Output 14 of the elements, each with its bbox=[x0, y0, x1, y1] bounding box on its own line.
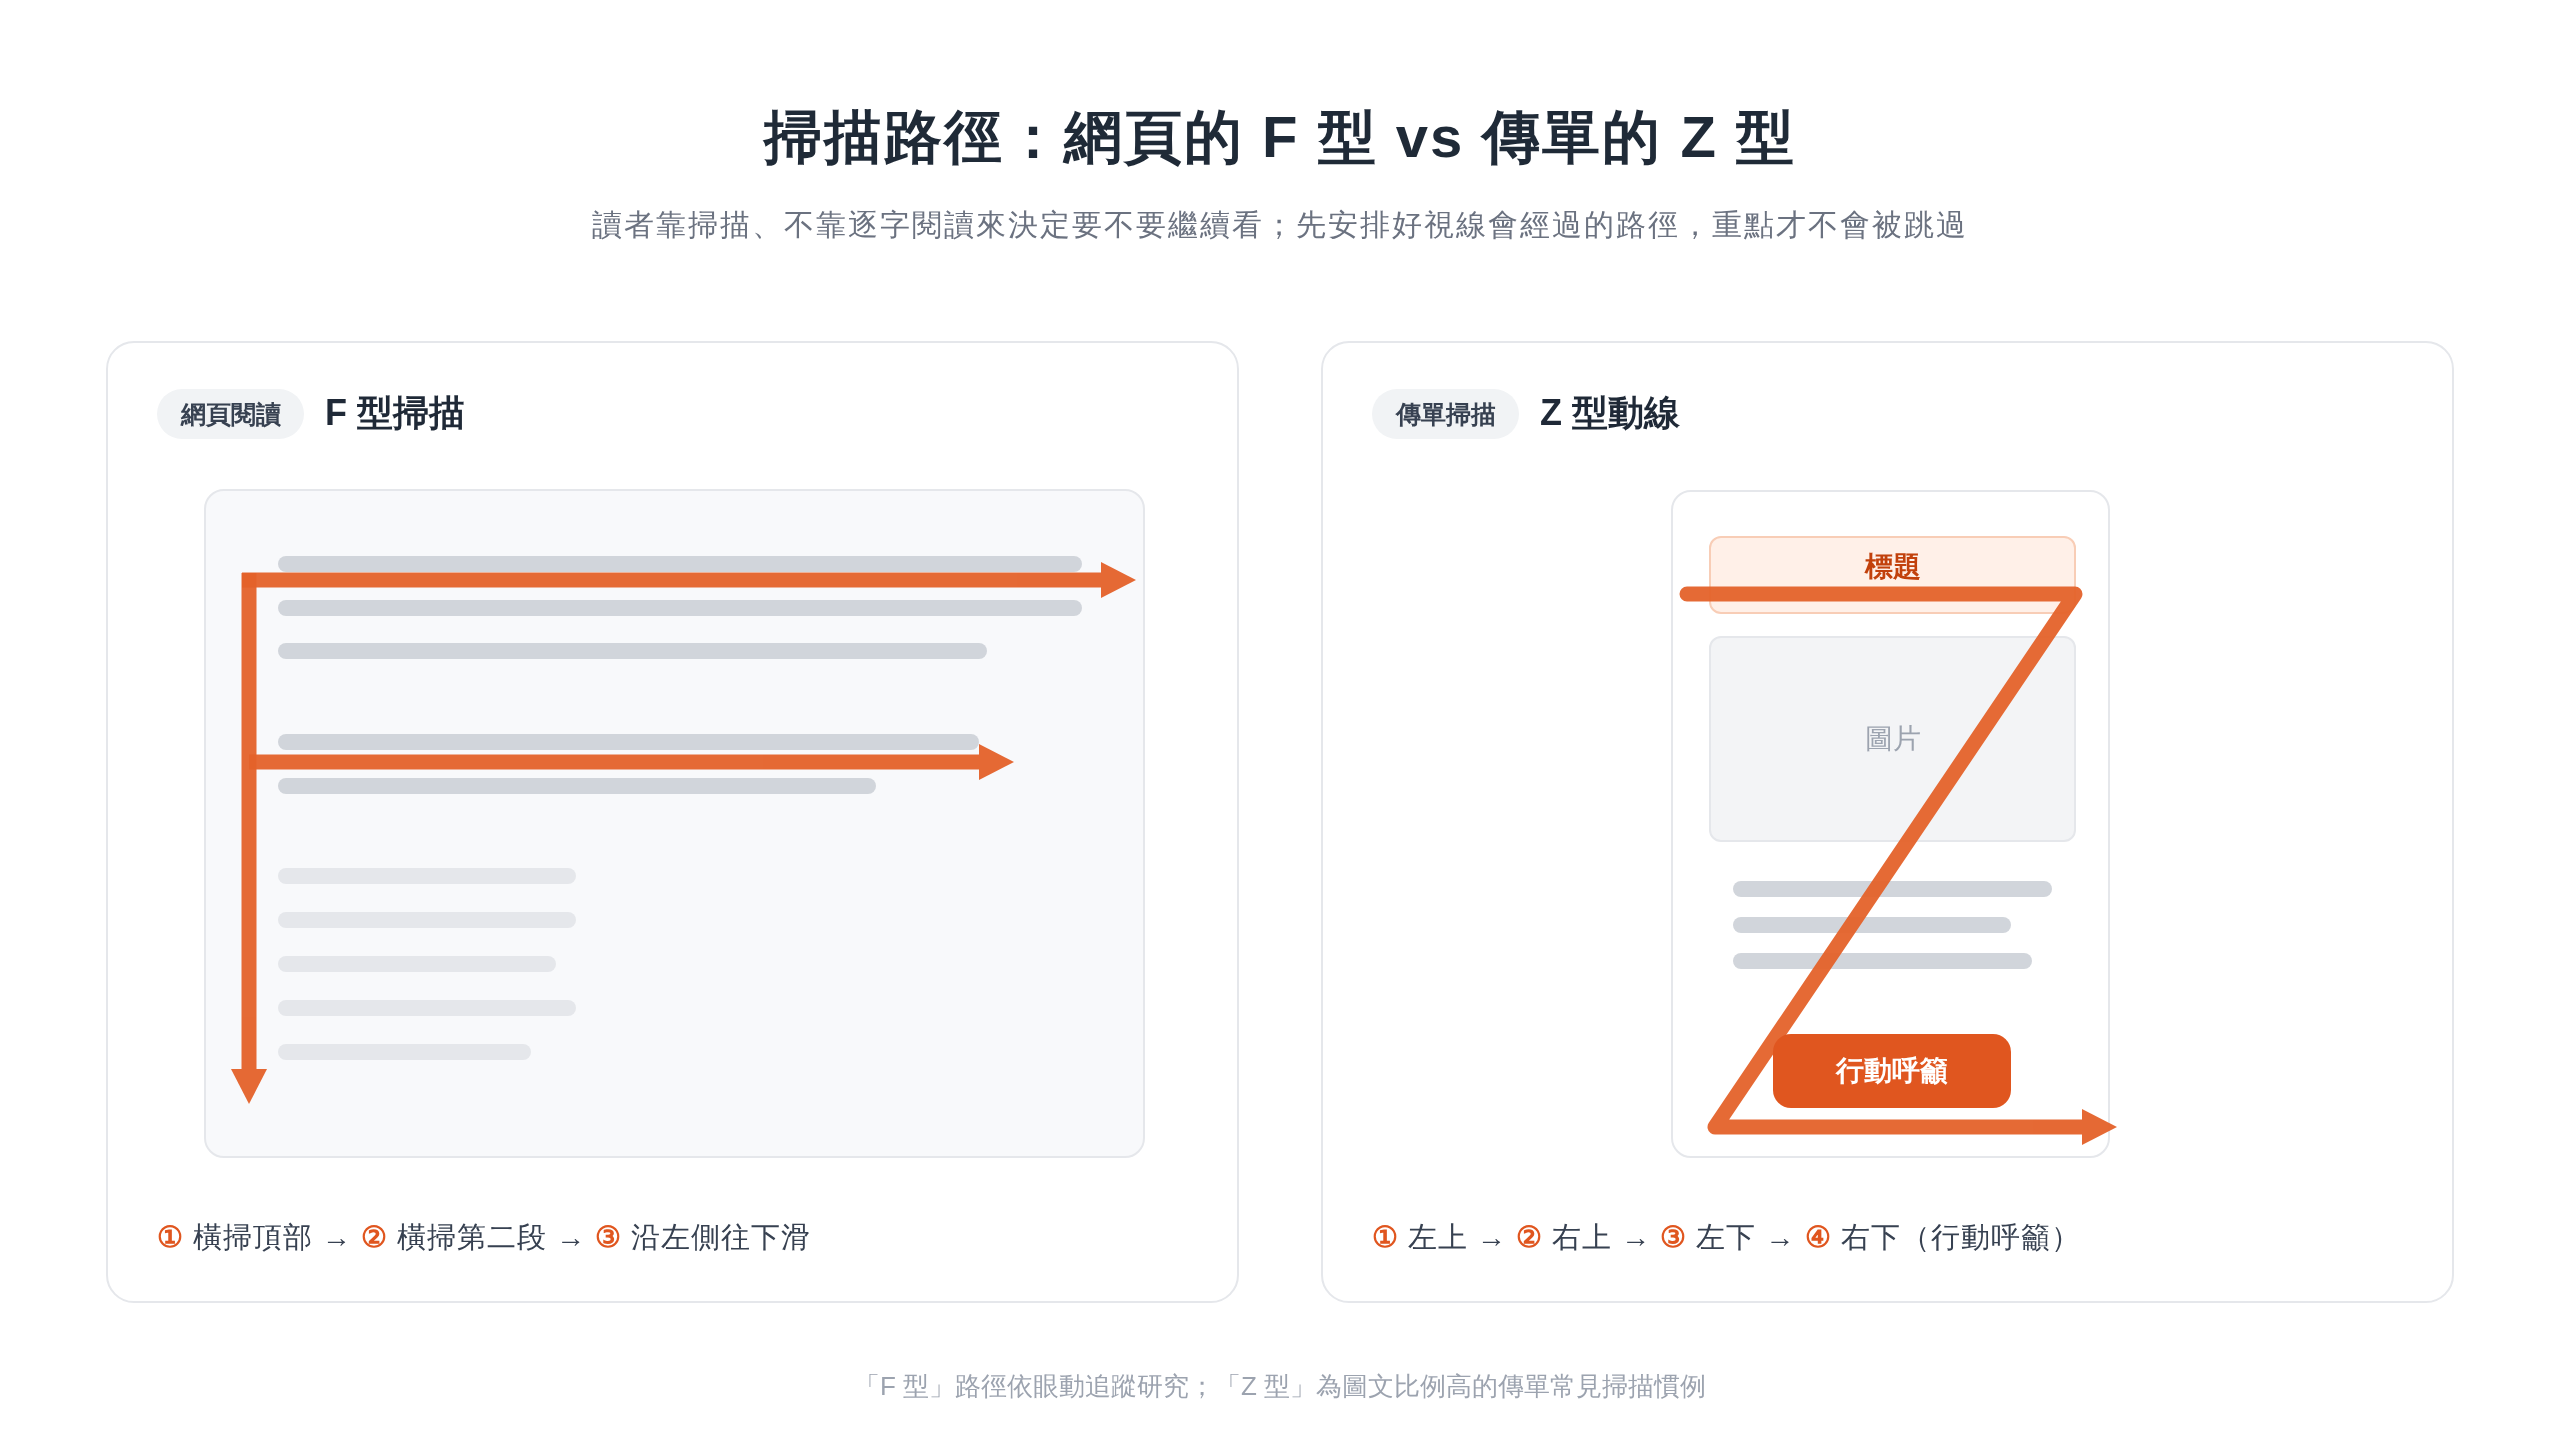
footer-note: 「F 型」路徑依眼動追蹤研究；「Z 型」為圖文比例高的傳單常見掃描慣例 bbox=[853, 1370, 1707, 1403]
panel-heading: Z 型動線 bbox=[1540, 391, 1680, 435]
category-tag: 網頁閱讀 bbox=[157, 389, 304, 439]
page-title: 掃描路徑：網頁的 F 型 vs 傳單的 Z 型 bbox=[763, 103, 1797, 171]
step-caption: ① 橫掃頂部 → ② 橫掃第二段 → ③ 沿左側往下滑 bbox=[157, 1220, 812, 1255]
subtitle: 讀者靠掃描、不靠逐字閱讀來決定要不要繼續看；先安排好視線會經過的路徑，重點才不會被跳過 bbox=[592, 207, 1968, 243]
call-to-action-button: 行動呼籲 bbox=[1773, 1034, 2011, 1108]
panel-card bbox=[106, 341, 1239, 1303]
category-tag: 傳單掃描 bbox=[1372, 389, 1519, 439]
webpage-mockup bbox=[204, 489, 1145, 1158]
panel-heading: F 型掃描 bbox=[325, 391, 465, 435]
picture-area: 圖片 bbox=[1709, 636, 2076, 842]
step-caption: ① 左上 → ② 右上 → ③ 左下 → ④ 右下（行動呼籲） bbox=[1372, 1220, 2081, 1255]
panel-card bbox=[1321, 341, 2454, 1303]
